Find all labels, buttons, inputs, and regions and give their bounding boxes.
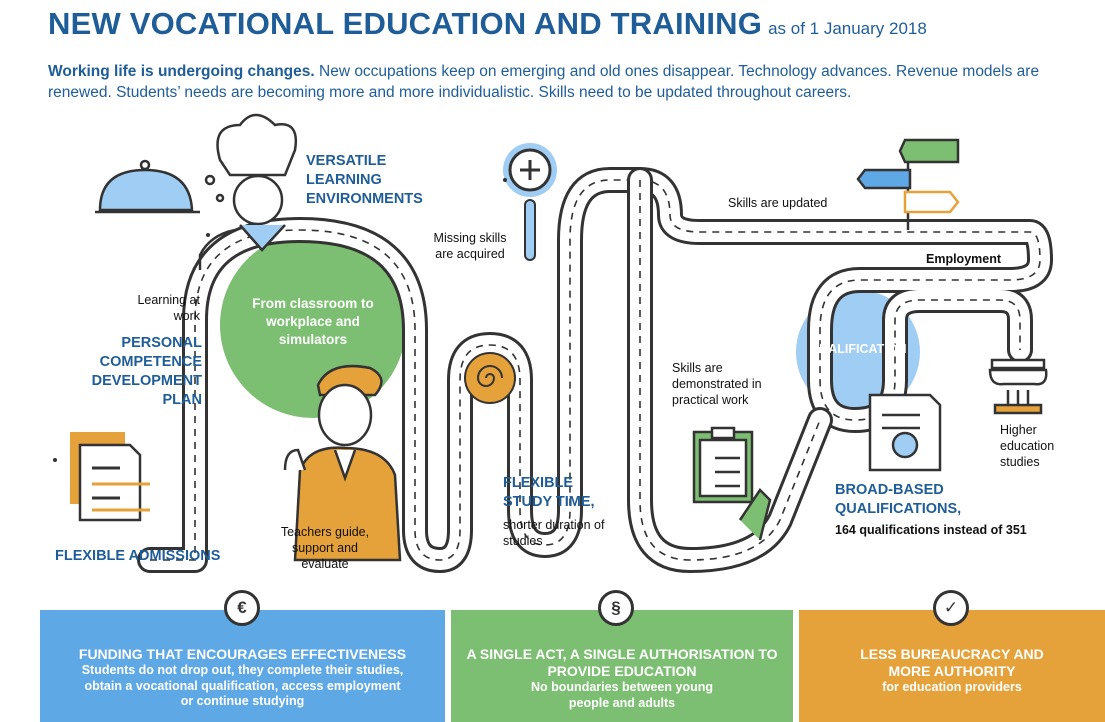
intro-body: New occupations keep on emerging and old… bbox=[48, 63, 1040, 101]
title-main: NEW VOCATIONAL EDUCATION AND TRAINING bbox=[48, 6, 763, 41]
label-higher-ed: Higher education studies bbox=[1000, 423, 1055, 469]
checkmark-icon: ✓ bbox=[933, 590, 969, 626]
title-date: as of 1 January 2018 bbox=[768, 19, 927, 38]
panel-bureaucracy: LESS BUREAUCRACY AND MORE AUTHORITY for … bbox=[799, 610, 1105, 722]
signpost-icon bbox=[856, 138, 960, 230]
label-broad-based: BROAD-BASED QUALIFICATIONS, bbox=[835, 482, 962, 517]
section-sign-icon: § bbox=[598, 590, 634, 626]
label-skills-updated: Skills are updated bbox=[728, 196, 828, 210]
label-employment: Employment bbox=[926, 252, 1002, 266]
road-illustration bbox=[53, 113, 1053, 574]
panel-bureaucracy-heading: LESS BUREAUCRACY AND MORE AUTHORITY bbox=[860, 646, 1044, 679]
certificate-icon bbox=[868, 393, 942, 472]
label-qual-count: 164 qualifications instead of 351 bbox=[835, 523, 1027, 537]
magnifier-plus-icon bbox=[503, 143, 557, 261]
time-spiral-icon bbox=[464, 352, 516, 404]
panel-single-act: A SINGLE ACT, A SINGLE AUTHORISATION TO … bbox=[451, 610, 793, 722]
decorative-dots bbox=[53, 178, 507, 462]
document-icon bbox=[70, 432, 150, 522]
label-personal-plan: PERSONAL COMPETENCE DEVELOPMENT PLAN bbox=[91, 335, 202, 408]
label-classroom: From classroom to workplace and simulato… bbox=[252, 296, 374, 347]
panel-single-act-text: No boundaries between young people and a… bbox=[531, 680, 713, 710]
label-skills-demonstrated: Skills are demonstrated in practical wor… bbox=[672, 361, 762, 407]
label-qualification: QUALIFICATION bbox=[809, 342, 907, 356]
label-flexible-admissions: FLEXIBLE ADMISSIONS bbox=[55, 548, 221, 564]
panel-funding: FUNDING THAT ENCOURAGES EFFECTIVENESS St… bbox=[40, 610, 445, 722]
page-title: NEW VOCATIONAL EDUCATION AND TRAINING as … bbox=[48, 6, 927, 42]
clipboard-icon bbox=[692, 426, 772, 541]
label-versatile: VERSATILE LEARNING ENVIRONMENTS bbox=[306, 153, 423, 207]
intro-text: Working life is undergoing changes. New … bbox=[48, 61, 1058, 103]
panel-funding-text: Students do not drop out, they complete … bbox=[81, 663, 404, 708]
column-icon bbox=[988, 358, 1048, 415]
label-flexible-time: FLEXIBLE STUDY TIME, bbox=[503, 475, 595, 510]
panel-bureaucracy-text: for education providers bbox=[882, 680, 1022, 694]
panel-funding-heading: FUNDING THAT ENCOURAGES EFFECTIVENESS bbox=[78, 646, 407, 662]
intro-bold: Working life is undergoing changes. bbox=[48, 63, 315, 80]
label-learning-at-work: Learning at work bbox=[137, 293, 200, 323]
label-shorter: shorter duration of studies bbox=[503, 518, 605, 548]
euro-icon: € bbox=[224, 590, 260, 626]
label-teachers: Teachers guide, support and evaluate bbox=[280, 525, 370, 571]
label-missing-skills: Missing skills are acquired bbox=[433, 231, 507, 261]
chef-illustration bbox=[95, 113, 298, 270]
teacher-illustration bbox=[283, 364, 402, 562]
panel-single-act-heading: A SINGLE ACT, A SINGLE AUTHORISATION TO … bbox=[466, 646, 778, 679]
